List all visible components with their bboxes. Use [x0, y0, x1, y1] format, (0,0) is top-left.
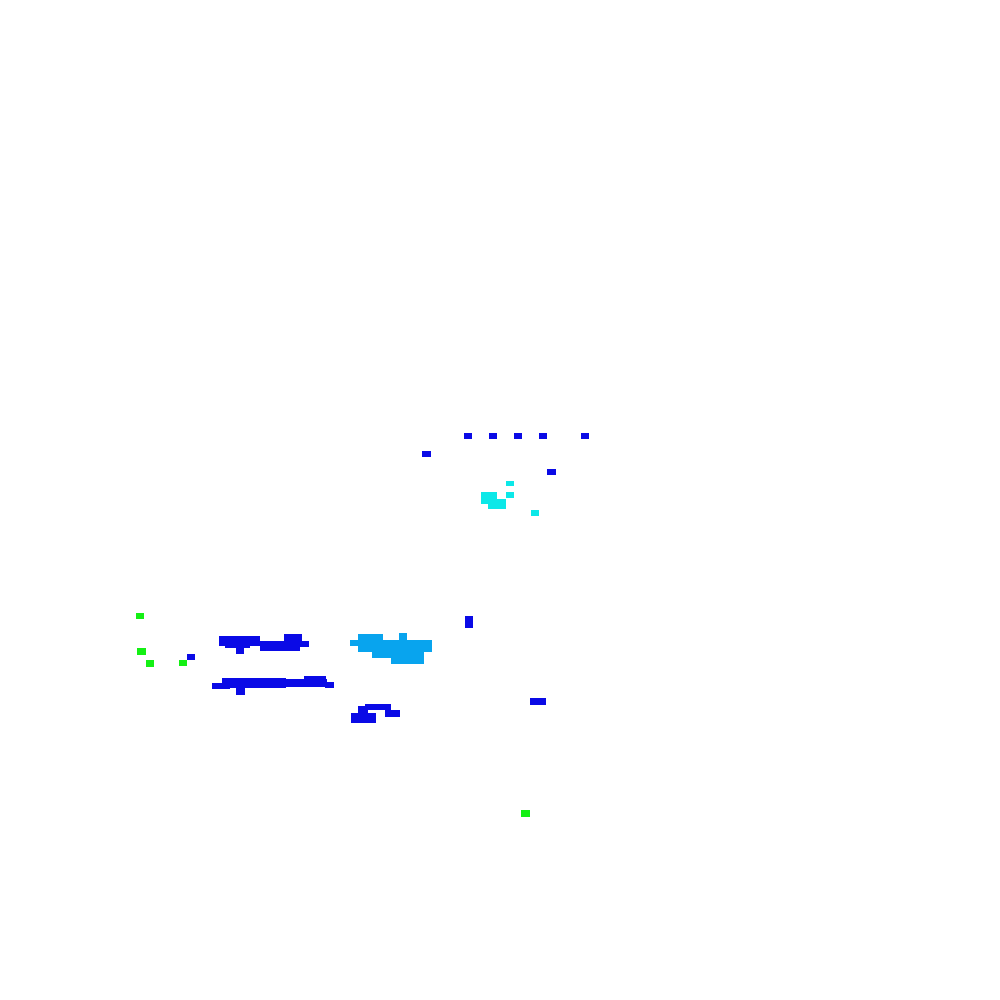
- blue-marking: [304, 676, 326, 682]
- blue-marking: [385, 710, 400, 717]
- blue-marking: [365, 704, 391, 710]
- cyan-marking: [506, 492, 514, 498]
- blue-marking: [298, 641, 309, 647]
- blue-marking: [325, 682, 334, 688]
- sky-marking: [391, 650, 424, 664]
- cyan-marking: [506, 481, 514, 486]
- blue-marking: [530, 698, 546, 705]
- green-dot: [136, 613, 144, 619]
- blue-marking: [212, 683, 230, 689]
- green-dot: [137, 648, 146, 655]
- green-dot: [521, 810, 530, 817]
- blue-marking: [351, 713, 376, 723]
- blue-marking: [283, 679, 327, 687]
- cyan-marking: [488, 499, 506, 509]
- sky-marking: [358, 634, 383, 644]
- blue-marking: [236, 687, 245, 695]
- green-dot: [146, 660, 154, 667]
- blue-marking: [547, 469, 556, 475]
- blue-marking: [489, 433, 497, 439]
- blue-marking: [236, 646, 244, 654]
- cyan-marking: [531, 510, 539, 516]
- green-dot: [179, 660, 187, 666]
- blue-marking: [260, 641, 300, 651]
- blue-marking: [422, 451, 431, 457]
- sky-marking: [399, 633, 407, 641]
- blue-marking: [539, 433, 547, 439]
- sky-marking: [372, 648, 394, 658]
- blue-marking: [358, 706, 368, 716]
- blue-marking: [284, 634, 302, 642]
- blue-marking: [222, 678, 286, 688]
- blue-marking: [581, 433, 589, 439]
- blue-marking: [225, 640, 250, 648]
- sky-marking: [350, 640, 360, 646]
- blue-marking: [187, 654, 195, 660]
- blue-marking: [465, 616, 473, 628]
- blue-marking: [464, 433, 472, 439]
- blue-marking: [514, 433, 522, 439]
